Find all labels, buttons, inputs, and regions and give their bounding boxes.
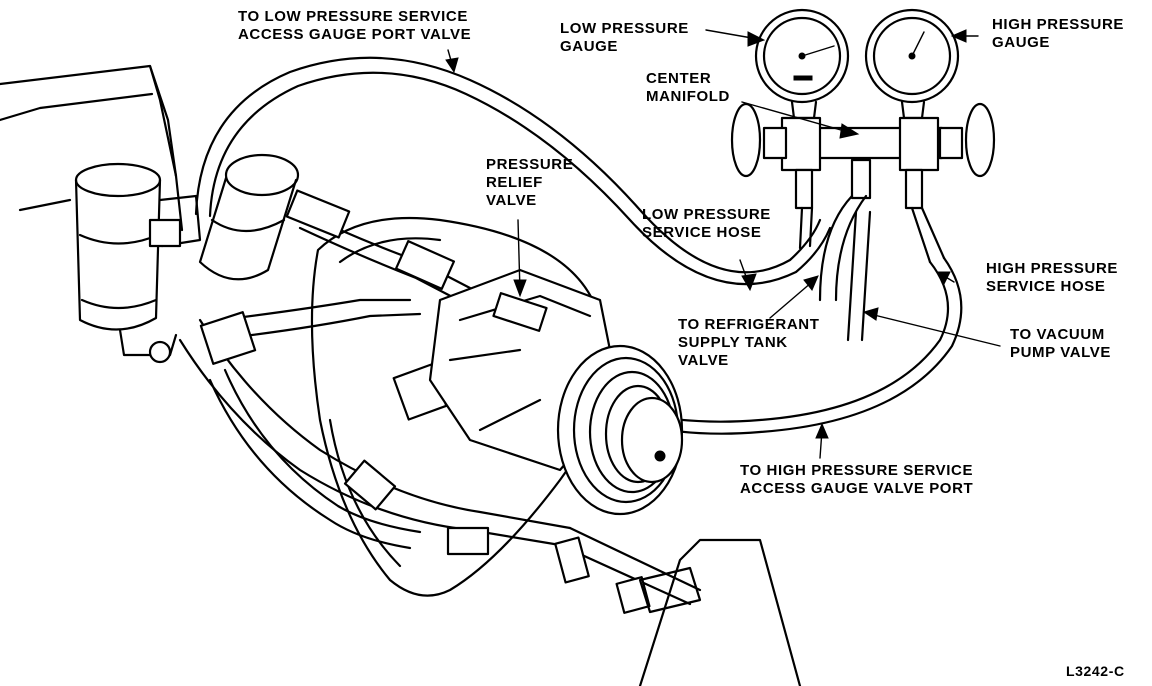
condenser-canister [198, 153, 300, 281]
manifold-gauge-set [730, 8, 996, 342]
figure-id: L3242-C [1066, 663, 1125, 679]
label-pressure-relief-valve: PRESSURE RELIEF VALVE [486, 156, 574, 209]
firewall-bracket [554, 526, 802, 686]
label-low-pressure-service-hose: LOW PRESSURE SERVICE HOSE [642, 206, 771, 241]
label-center-manifold: CENTER MANIFOLD [646, 70, 730, 105]
hose-fittings [199, 189, 490, 556]
engine-bracket [0, 64, 184, 232]
label-low-pressure-gauge: LOW PRESSURE GAUGE [560, 20, 689, 55]
label-high-pressure-service-hose: HIGH PRESSURE SERVICE HOSE [986, 260, 1118, 295]
label-high-pressure-gauge: HIGH PRESSURE GAUGE [992, 16, 1124, 51]
label-low-service-port: TO LOW PRESSURE SERVICE ACCESS GAUGE POR… [238, 8, 472, 43]
low-pressure-hose [194, 56, 832, 286]
relief-valve-leader [513, 219, 527, 298]
accumulator-drier [74, 162, 202, 364]
leader-lines [445, 29, 1001, 459]
label-refrigerant-supply-tank: TO REFRIGERANT SUPPLY TANK VALVE [678, 316, 820, 369]
label-high-service-port: TO HIGH PRESSURE SERVICE ACCESS GAUGE VA… [740, 462, 974, 497]
label-vacuum-pump-valve: TO VACUUM PUMP VALVE [1010, 326, 1112, 361]
compressor [428, 268, 684, 516]
drive-belt [310, 216, 606, 597]
